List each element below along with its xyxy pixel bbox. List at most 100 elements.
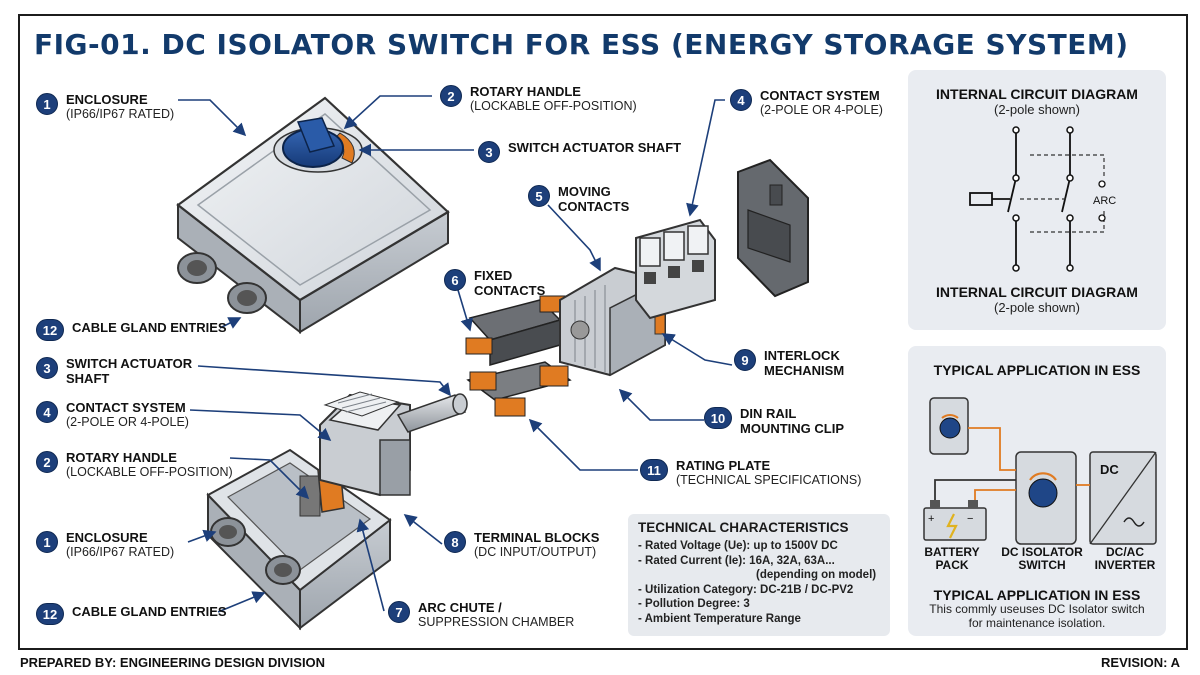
callout-cable-glands-bottom: 12 CABLE GLAND ENTRIES xyxy=(36,602,227,625)
tech-item: - Utilization Category: DC-21B / DC-PV2 xyxy=(638,583,854,596)
drawing-frame xyxy=(18,14,1188,650)
tech-item: (depending on model) xyxy=(756,569,877,581)
callout-contact-system-mid: 4 CONTACT SYSTEM(2-POLE OR 4-POLE) xyxy=(36,400,189,430)
prepared-by: PREPARED BY: ENGINEERING DESIGN DIVISION xyxy=(20,655,326,670)
leader-lines xyxy=(178,95,733,613)
tech-item: - Pollution Degree: 3 xyxy=(638,598,750,610)
callout-subtitle: (LOCKABLE OFF-POSITION) xyxy=(470,99,637,113)
callout-title: SWITCH ACTUATOR xyxy=(66,356,193,371)
battery-label-line2: PACK xyxy=(935,558,969,572)
battery-label-line1: BATTERY xyxy=(924,545,980,559)
callout-title-line2: CONTACTS xyxy=(558,199,630,214)
inverter-label-line1: DC/AC xyxy=(1106,545,1144,559)
callout-title-line2: MOUNTING CLIP xyxy=(740,421,844,436)
battery-pack-label: BATTERY PACK xyxy=(916,546,988,572)
callout-number: 1 xyxy=(36,531,58,553)
callout-rotary-handle-mid: 2 ROTARY HANDLE(LOCKABLE OFF-POSITION) xyxy=(36,450,233,480)
callout-title: INTERLOCK xyxy=(764,348,840,363)
inverter-label: DC/AC INVERTER xyxy=(1092,546,1158,572)
callout-number: 12 xyxy=(36,603,64,625)
callout-title-line2: MECHANISM xyxy=(764,363,845,378)
tech-item: - Rated Voltage (Ue): up to 1500V DC xyxy=(638,540,838,552)
callout-title: DIN RAIL xyxy=(740,406,797,421)
terminal-blocks xyxy=(635,218,716,320)
callout-number: 1 xyxy=(36,93,58,115)
callout-subtitle: (2-POLE OR 4-POLE) xyxy=(66,415,189,429)
callout-number: 10 xyxy=(704,407,732,429)
callout-subtitle: (DC INPUT/OUTPUT) xyxy=(474,545,597,559)
rating-plate xyxy=(323,391,400,417)
callout-title: ROTARY HANDLE xyxy=(470,84,581,99)
callout-subtitle: (TECHNICAL SPECIFICATIONS) xyxy=(676,473,862,487)
callout-number: 4 xyxy=(36,401,58,423)
arc-label: ARC xyxy=(1093,195,1116,207)
application-panel-title-bottom: TYPICAL APPLICATION IN ESS xyxy=(933,587,1141,603)
callout-title: MOVING xyxy=(558,184,611,199)
application-note-line1: This commly useuses DC Isolator switch xyxy=(929,602,1145,616)
callout-title: CABLE GLAND ENTRIES xyxy=(72,604,227,619)
callout-number: 11 xyxy=(640,459,668,481)
callout-number: 5 xyxy=(528,185,550,207)
callout-number: 6 xyxy=(444,269,466,291)
circuit-drawing: ARC xyxy=(908,70,1166,330)
switch-label-line1: DC ISOLATOR xyxy=(1001,545,1083,559)
inverter-label-line2: INVERTER xyxy=(1094,558,1156,572)
callout-number: 8 xyxy=(444,531,466,553)
isolator-switch-label: DC ISOLATOR SWITCH xyxy=(996,546,1088,572)
switch-label-line2: SWITCH xyxy=(1018,558,1066,572)
callout-number: 3 xyxy=(36,357,58,379)
revision: REVISION: A xyxy=(1101,655,1180,670)
application-drawing: DC + − xyxy=(908,346,1166,636)
callout-title: ARC CHUTE / xyxy=(418,600,502,615)
tech-item: - Rated Current (Ie): 16A, 32A, 63A... xyxy=(638,554,835,567)
callout-subtitle: (IP66/IP67 RATED) xyxy=(66,545,175,559)
callout-enclosure-bottom: 1 ENCLOSURE(IP66/IP67 RATED) xyxy=(36,530,174,560)
application-panel-title: TYPICAL APPLICATION IN ESS xyxy=(933,362,1141,378)
callout-title: SWITCH ACTUATOR SHAFT xyxy=(508,140,682,155)
callout-title: FIXED xyxy=(474,268,513,283)
callout-rotary-handle-top: 2 ROTARY HANDLE(LOCKABLE OFF-POSITION) xyxy=(440,84,637,114)
callout-title: CONTACT SYSTEM xyxy=(760,88,880,103)
circuit-panel-subtitle: (2-pole shown) xyxy=(994,102,1080,117)
application-note-line2: for maintenance isolation. xyxy=(968,616,1106,630)
tech-item: - Ambient Temperature Range xyxy=(638,612,801,625)
callout-contact-system-top: 4 CONTACT SYSTEM(2-POLE OR 4-POLE) xyxy=(730,88,883,118)
callout-cable-glands-top: 12 CABLE GLAND ENTRIES xyxy=(36,318,227,341)
circuit-panel-title-bottom: INTERNAL CIRCUIT DIAGRAM xyxy=(936,284,1138,300)
technical-list: - Rated Voltage (Ue): up to 1500V DC - R… xyxy=(638,539,880,626)
callout-title-line2: CONTACTS xyxy=(474,283,546,298)
callout-title: RATING PLATE xyxy=(676,458,771,473)
circuit-panel-title: INTERNAL CIRCUIT DIAGRAM xyxy=(936,86,1138,102)
callout-actuator-shaft-top: 3 SWITCH ACTUATOR SHAFT xyxy=(478,140,681,163)
callout-number: 3 xyxy=(478,141,500,163)
technical-title: TECHNICAL CHARACTERISTICS xyxy=(638,520,849,535)
callout-title: ENCLOSURE xyxy=(66,92,148,107)
bottom-enclosure xyxy=(206,448,392,631)
callout-title: TERMINAL BLOCKS xyxy=(474,530,600,545)
callout-terminal-blocks: 8 TERMINAL BLOCKS(DC INPUT/OUTPUT) xyxy=(444,530,599,560)
callout-title-line2: SHAFT xyxy=(66,371,110,386)
callout-subtitle: (IP66/IP67 RATED) xyxy=(66,107,175,121)
page-title: FIG-01. DC ISOLATOR SWITCH FOR ESS (ENER… xyxy=(34,28,1129,61)
inverter-dc-text: DC xyxy=(1100,462,1119,477)
callout-number: 7 xyxy=(388,601,410,623)
callout-title: CONTACT SYSTEM xyxy=(66,400,186,415)
callout-rating-plate: 11 RATING PLATE(TECHNICAL SPECIFICATIONS… xyxy=(640,458,861,488)
callout-title: ROTARY HANDLE xyxy=(66,450,177,465)
callout-subtitle: (2-POLE OR 4-POLE) xyxy=(760,103,883,117)
svg-text:−: − xyxy=(967,513,973,525)
circuit-panel-subtitle-bottom: (2-pole shown) xyxy=(994,300,1080,315)
callout-enclosure-top: 1 ENCLOSURE(IP66/IP67 RATED) xyxy=(36,92,174,122)
svg-text:+: + xyxy=(928,513,934,525)
callout-number: 9 xyxy=(734,349,756,371)
callout-number: 2 xyxy=(440,85,462,107)
callout-number: 2 xyxy=(36,451,58,473)
callout-subtitle: SUPPRESSION CHAMBER xyxy=(418,615,575,629)
callout-number: 4 xyxy=(730,89,752,111)
